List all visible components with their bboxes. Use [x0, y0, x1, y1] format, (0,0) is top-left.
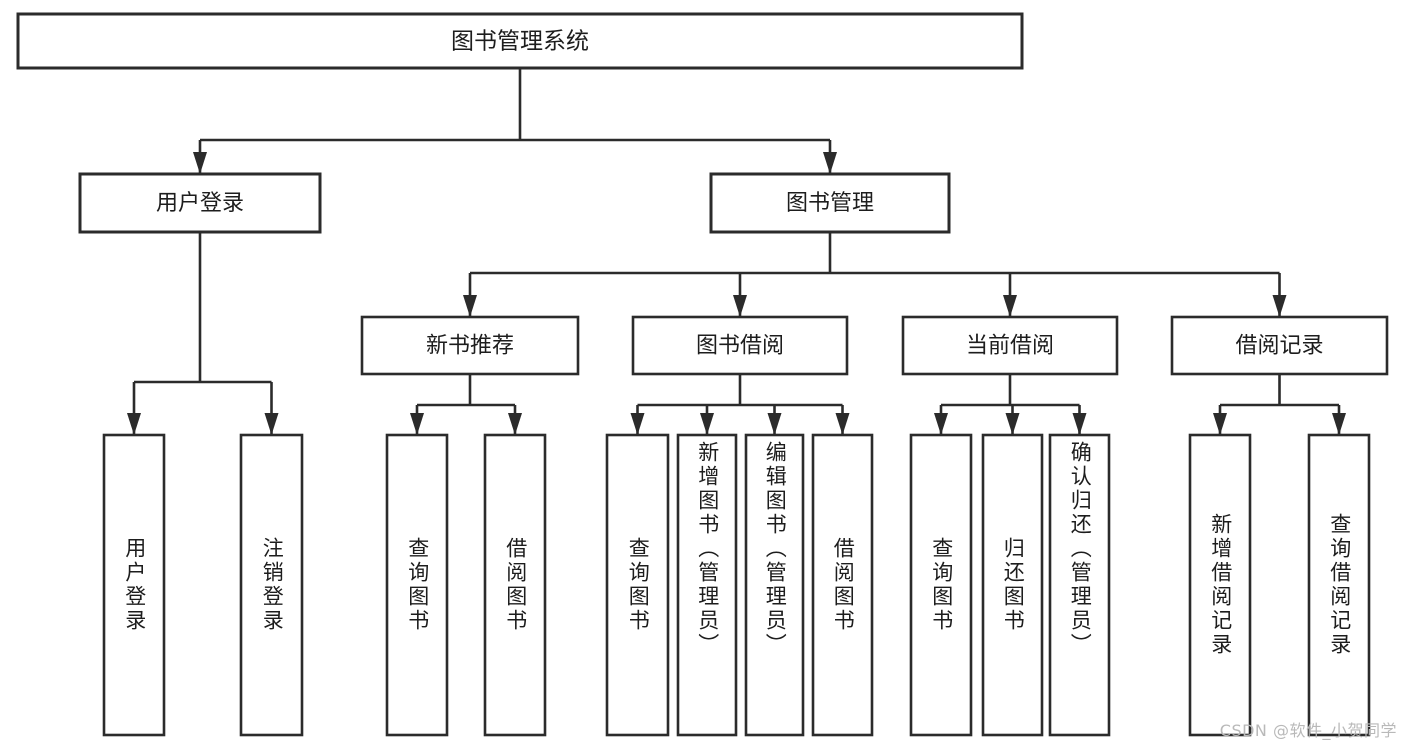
node-new-book-rec[interactable]: [360, 315, 580, 376]
node-book-manage-label: 图书管理: [786, 191, 874, 216]
node-root[interactable]: [16, 12, 1024, 70]
arrow-head-icon: [264, 413, 279, 435]
arrow-head-icon: [630, 413, 645, 435]
node-leaf-confirm-return[interactable]: [1048, 433, 1111, 737]
arrow-head-icon: [1272, 295, 1287, 317]
arrow-head-icon: [1072, 413, 1087, 435]
node-user-login[interactable]: [78, 172, 322, 234]
arrow-head-icon: [1332, 413, 1346, 435]
node-leaf-return-book[interactable]: [981, 433, 1044, 737]
node-current-borrow-label: 当前借阅: [966, 334, 1054, 359]
arrow-head-icon: [700, 413, 714, 435]
arrow-head-icon: [934, 413, 948, 435]
node-leaf-query-record[interactable]: [1307, 433, 1371, 737]
arrow-head-icon: [410, 413, 424, 435]
node-current-borrow[interactable]: [901, 315, 1119, 376]
arrow-head-icon: [463, 295, 477, 317]
node-book-borrow[interactable]: [631, 315, 849, 376]
node-borrow-record[interactable]: [1170, 315, 1389, 376]
connector-layer: [127, 68, 1346, 435]
node-leaf-query-book-1[interactable]: [385, 433, 449, 737]
node-leaf-add-record[interactable]: [1188, 433, 1252, 737]
arrow-head-icon: [1003, 295, 1017, 317]
arrow-head-icon: [835, 413, 850, 435]
node-leaf-logout[interactable]: [239, 433, 304, 737]
node-root-label: 图书管理系统: [451, 29, 589, 55]
node-book-manage[interactable]: [709, 172, 951, 234]
arrow-head-icon: [1005, 413, 1020, 435]
node-leaf-query-book-3[interactable]: [909, 433, 973, 737]
node-user-login-label: 用户登录: [156, 191, 244, 216]
arrow-head-icon: [823, 152, 837, 174]
watermark: CSDN @软件_小贺同学: [1219, 721, 1397, 740]
arrow-head-icon: [127, 413, 141, 435]
box-layer: [16, 12, 1389, 737]
node-leaf-add-book[interactable]: [676, 433, 738, 737]
node-new-book-rec-label: 新书推荐: [426, 334, 514, 359]
arrow-head-icon: [193, 152, 207, 174]
arrow-head-icon: [767, 413, 782, 435]
node-leaf-query-book-2[interactable]: [605, 433, 670, 737]
arrow-head-icon: [1213, 413, 1227, 435]
node-borrow-record-label: 借阅记录: [1235, 334, 1323, 359]
node-leaf-edit-book[interactable]: [744, 433, 805, 737]
arrow-head-icon: [733, 295, 747, 317]
node-leaf-user-login[interactable]: [102, 433, 166, 737]
node-leaf-borrow-book-2[interactable]: [811, 433, 874, 737]
node-leaf-borrow-book-1[interactable]: [483, 433, 547, 737]
node-book-borrow-label: 图书借阅: [696, 334, 784, 359]
arrow-head-icon: [508, 413, 522, 435]
